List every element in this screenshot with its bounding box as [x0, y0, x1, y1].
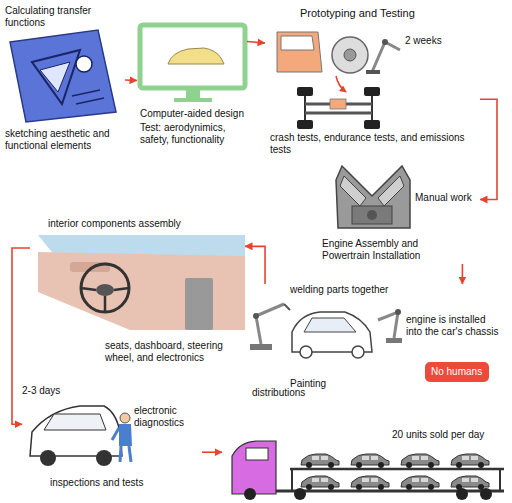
flow-arrow: [12, 248, 30, 424]
flow-arrow: [245, 246, 265, 284]
flow-arrow: [462, 264, 464, 284]
text-holder: Prototyping and Testing: [300, 7, 450, 20]
stage-label: 20 units sold per day: [392, 429, 502, 441]
text-holder: 2 weeks: [405, 35, 465, 47]
stage-label: welding parts together: [290, 284, 430, 296]
chassis-axle: [297, 87, 380, 129]
mechanic-figure: [112, 413, 132, 462]
text-holder: Computer-aided design: [140, 108, 245, 120]
text-holder: Test: aerodynimics, safety, functionalit…: [140, 122, 245, 145]
text-holder: seats, dashboard, steering wheel, and el…: [105, 340, 243, 363]
text-holder: engine is installed into the car's chass…: [406, 314, 502, 337]
engine-stage: Engine Assembly and Powertrain Installat…: [320, 160, 480, 264]
text-holder: No humans: [431, 366, 482, 378]
flow-arrow: [480, 99, 497, 199]
stage-label: Engine Assembly and Powertrain Installat…: [322, 238, 457, 261]
prototype-stage: Prototyping and Testing 2 weeks crash test…: [265, 5, 480, 157]
stage-label: engine is installed into the car's chass…: [406, 314, 502, 337]
stage-label: 2-3 days: [22, 385, 102, 397]
note-text: No humans: [431, 366, 482, 378]
cad-stage: Computer-aided designTest: aerodynimics,…: [137, 22, 247, 152]
stage-label: distributions: [252, 387, 372, 399]
stage-label: electronic diagnostics: [134, 405, 200, 428]
text-holder: Manual work: [415, 192, 477, 204]
text-holder: 20 units sold per day: [392, 429, 502, 441]
note-badge: No humans: [425, 362, 489, 382]
text-holder: sketching aesthetic and functional eleme…: [5, 128, 123, 151]
stage-label: sketching aesthetic and functional eleme…: [5, 128, 123, 151]
stage-label: inspections and tests: [50, 477, 180, 489]
stage-label: 2 weeks: [405, 35, 465, 47]
flow-arrow: [247, 42, 265, 44]
cad-monitor: [140, 25, 245, 102]
stage-label: interior components assembly: [48, 218, 243, 230]
text-holder: Calculating transfer functions: [5, 5, 115, 28]
distribution-stage: distributions 20 units sold per day: [222, 385, 506, 500]
stage-label: Prototyping and Testing: [300, 7, 450, 20]
flow-arrow: [125, 79, 137, 81]
inspection-stage: 2-3 days electronic diagnostics inspection…: [22, 385, 202, 497]
prototype-parts: [277, 32, 400, 92]
car-interior: [38, 235, 245, 330]
text-holder: distributions: [252, 387, 372, 399]
stage-label: Manual work: [415, 192, 477, 204]
stage-label: seats, dashboard, steering wheel, and el…: [105, 340, 243, 363]
interior-stage: interior components assembly seats, dashb…: [30, 215, 245, 380]
stage-label: Test: aerodynimics, safety, functionalit…: [140, 122, 245, 145]
text-holder: interior components assembly: [48, 218, 243, 230]
flow-arrow: [202, 451, 222, 453]
car-carrier-truck: [232, 441, 504, 500]
text-holder: crash tests, endurance tests, and emissi…: [270, 132, 475, 155]
welding-robots: [250, 304, 402, 358]
text-holder: inspections and tests: [50, 477, 180, 489]
text-holder: Engine Assembly and Powertrain Installat…: [322, 238, 457, 261]
stage-label: Computer-aided design: [140, 108, 245, 120]
inspection-car: [30, 406, 122, 466]
text-holder: 2-3 days: [22, 385, 102, 397]
design-stage: Calculating transfer functions sketching …: [5, 5, 125, 155]
sketch-paper: [10, 30, 116, 122]
text-holder: welding parts together: [290, 284, 430, 296]
text-holder: electronic diagnostics: [134, 405, 200, 428]
stage-label: crash tests, endurance tests, and emissi…: [270, 132, 475, 155]
stage-label: Calculating transfer functions: [5, 5, 115, 28]
engine: [336, 166, 410, 228]
